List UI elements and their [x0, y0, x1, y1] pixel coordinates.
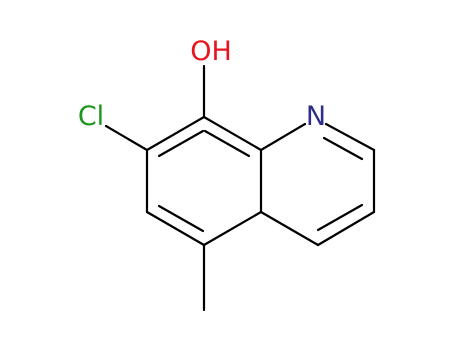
bond-c7-c8	[145, 115, 206, 152]
bond-c8-c8a	[202, 115, 263, 152]
bonds	[104, 64, 376, 312]
bond-c8a-n1	[259, 122, 307, 152]
bond-c5-c6-inner	[157, 204, 205, 233]
chlorine-label: Cl	[78, 101, 104, 132]
bond-c3-c4	[316, 210, 376, 247]
bond-c4a-c5	[202, 210, 263, 247]
bond-c4-c4a	[259, 210, 320, 247]
bond-c7-c8-inner	[157, 129, 205, 158]
bond-c7-cl	[104, 124, 149, 152]
bond-c3-c4-inner	[316, 203, 364, 232]
atom-labels: OH Cl N	[78, 36, 326, 132]
hydroxyl-label: OH	[190, 36, 232, 67]
bond-n1-c2	[324, 122, 376, 152]
bond-c5-c6	[145, 210, 206, 247]
nitrogen-label: N	[306, 101, 326, 132]
bond-n1-c2-inner	[322, 136, 364, 161]
bond-c8-c8a-inner	[203, 129, 251, 158]
